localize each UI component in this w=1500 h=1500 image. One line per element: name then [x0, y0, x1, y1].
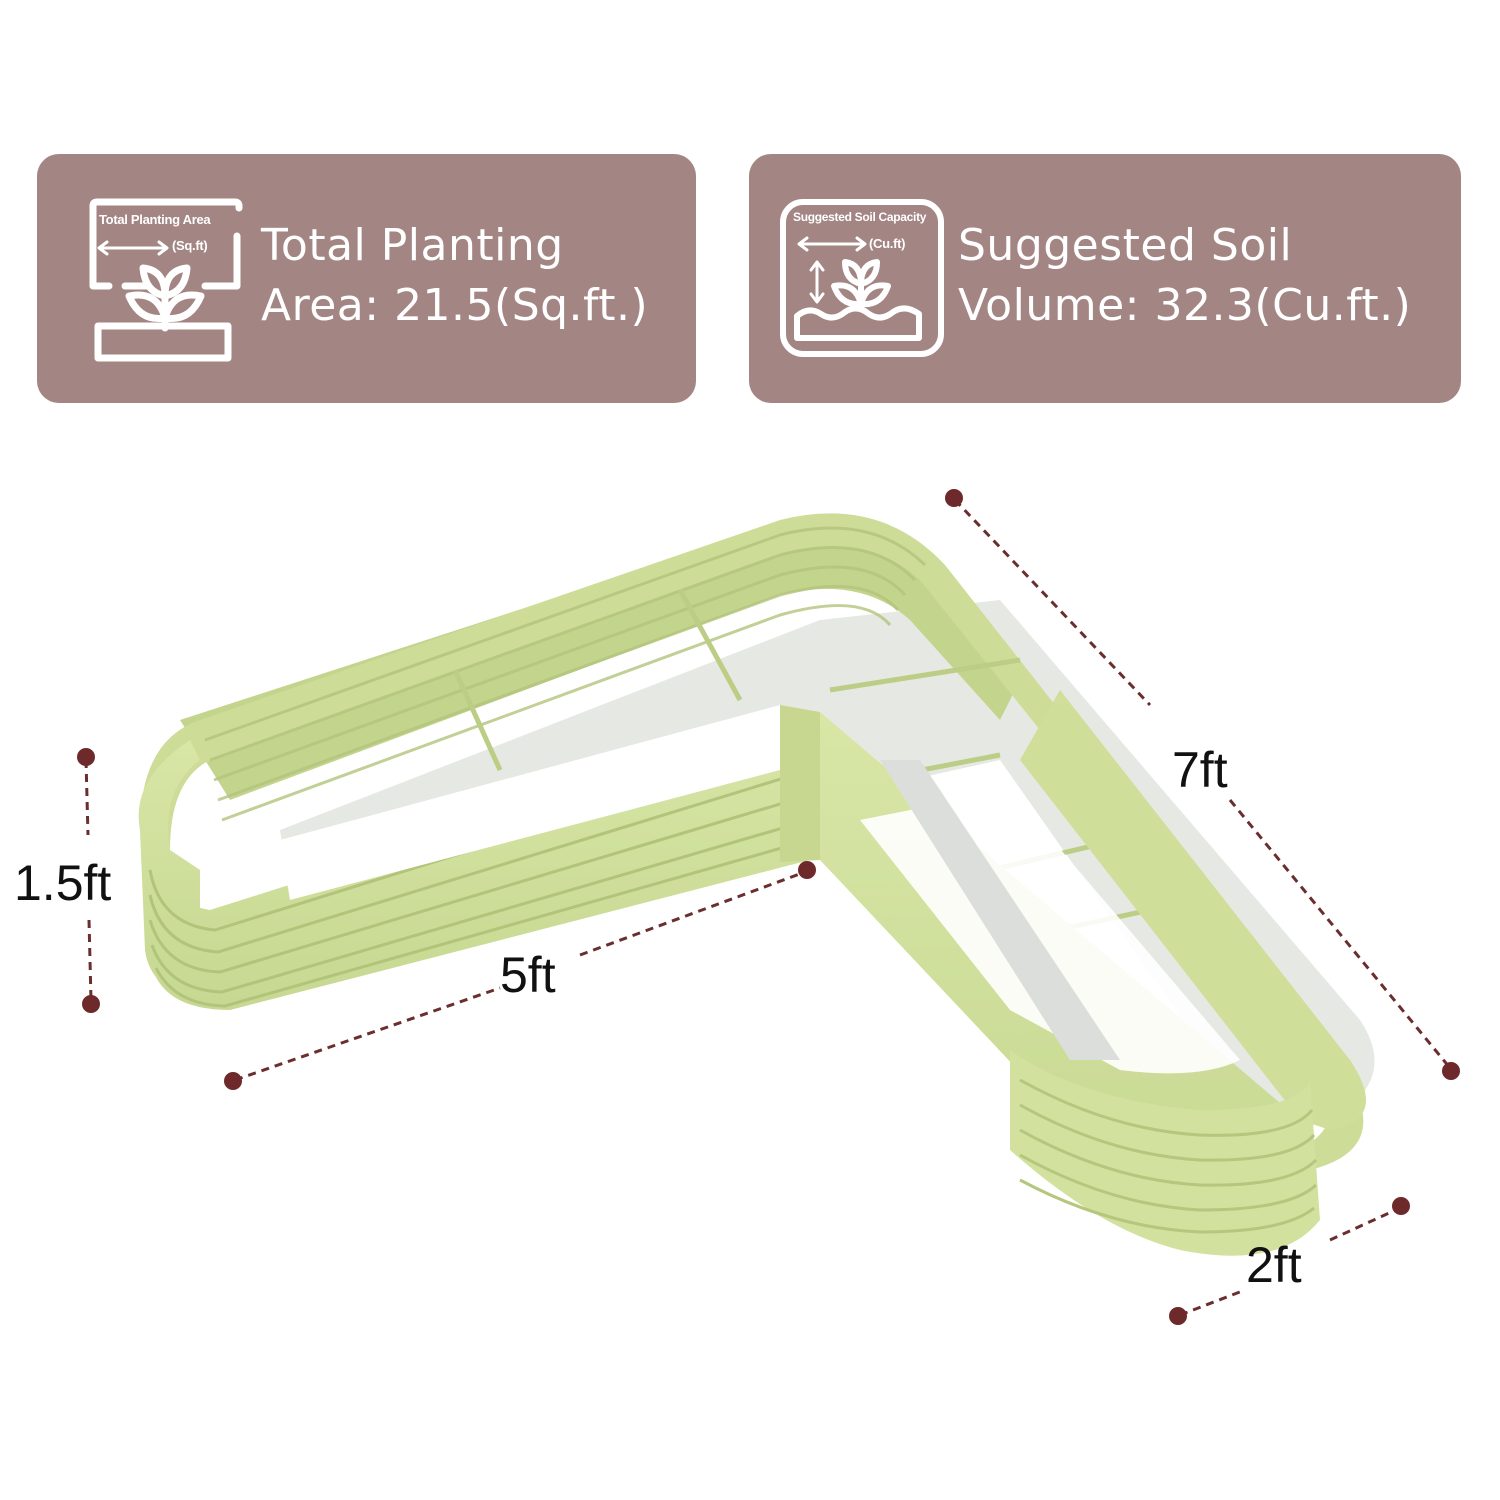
ground-shadow [280, 600, 1375, 1130]
soil-volume-line2: Volume: 32.3(Cu.ft.) [958, 280, 1412, 331]
planting-area-card: Total Planting Area (Sq.ft) Total Planti… [37, 154, 696, 403]
icon-caption-unit: (Cu.ft) [869, 236, 906, 251]
soil-volume-line1: Suggested Soil [958, 220, 1293, 271]
dimension-lines [84, 498, 1452, 1317]
bed-inner-right-shadow [880, 760, 1120, 1060]
planting-area-icon: Total Planting Area (Sq.ft) [85, 196, 245, 366]
icon-caption-unit: (Sq.ft) [172, 238, 208, 253]
planting-area-line2: Area: 21.5(Sq.ft.) [261, 280, 649, 331]
long-side-dimension-label: 7ft [1172, 742, 1228, 798]
planting-area-line1: Total Planting [261, 220, 564, 271]
soil-volume-card: Suggested Soil Capacity (Cu.ft) Suggeste… [749, 154, 1461, 403]
planting-area-text: Total Planting Area: 21.5(Sq.ft.) [261, 216, 648, 336]
icon-caption-top: Total Planting Area [99, 212, 211, 227]
bed-inner-front-wall [280, 705, 780, 900]
width-dimension-label: 2ft [1246, 1237, 1302, 1293]
bed-corner-post [780, 705, 820, 862]
bed-corrugations-back [204, 526, 927, 822]
bed-corrugations-front-left [148, 743, 811, 1008]
dimension-endpoints [77, 489, 1460, 1325]
short-side-dimension-label: 5ft [500, 947, 556, 1003]
icon-caption-top: Suggested Soil Capacity [793, 210, 927, 224]
soil-capacity-icon: Suggested Soil Capacity (Cu.ft) [779, 198, 947, 360]
bed-corrugations-right-end [1019, 1078, 1318, 1234]
soil-volume-text: Suggested Soil Volume: 32.3(Cu.ft.) [958, 216, 1411, 336]
height-dimension-label: 1.5ft [14, 855, 112, 911]
